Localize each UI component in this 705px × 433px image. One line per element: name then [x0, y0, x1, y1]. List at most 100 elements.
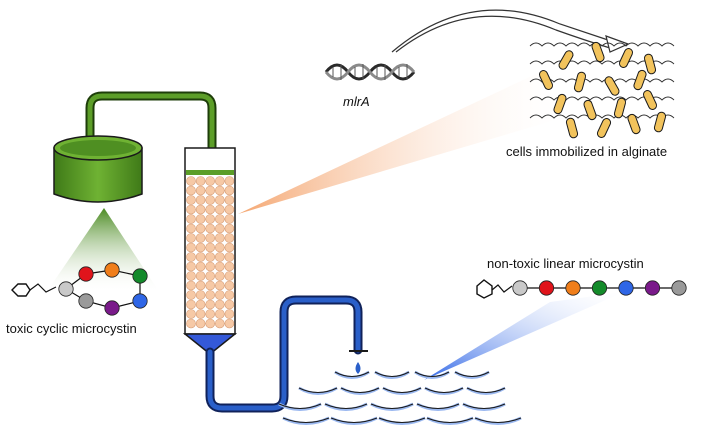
amino-acid: [58, 281, 74, 297]
bead: [186, 176, 196, 186]
immobilized-cell: [653, 111, 667, 133]
alginate-strand: [529, 78, 675, 83]
bead: [195, 318, 206, 329]
alginate-matrix: [529, 41, 675, 139]
bead: [186, 185, 196, 196]
wave: [378, 417, 426, 424]
bead: [215, 185, 225, 196]
bead: [195, 195, 206, 205]
immobilized-cell: [596, 118, 612, 138]
bead: [215, 223, 225, 234]
immobilized-cell: [565, 117, 579, 139]
bead: [224, 318, 235, 329]
linear-microcystin: [476, 279, 687, 299]
bead: [205, 252, 215, 262]
dna-helix-icon: [324, 63, 416, 81]
wave: [370, 403, 414, 410]
bead: [195, 280, 206, 291]
immobilized-cell: [643, 53, 657, 75]
bead: [186, 204, 196, 215]
bead: [224, 252, 235, 262]
gene-label: mlrA: [343, 94, 370, 109]
bead: [195, 242, 206, 253]
amino-acid: [644, 280, 661, 296]
bead: [205, 318, 215, 329]
wave: [278, 403, 322, 410]
amino-acid: [565, 280, 581, 296]
bead: [186, 280, 196, 291]
bead: [186, 309, 196, 319]
alginate-beads: [186, 176, 235, 329]
bead: [205, 309, 215, 319]
bead: [195, 261, 206, 272]
immobilized-cell: [604, 76, 620, 96]
beam-to-linear: [424, 292, 624, 380]
bead: [224, 280, 235, 291]
amino-acid: [512, 280, 528, 296]
wave: [334, 371, 370, 378]
bead: [195, 214, 206, 224]
water-waves: [278, 370, 522, 425]
wave: [474, 417, 522, 424]
amino-acid: [78, 293, 94, 309]
alginate-strand: [529, 114, 675, 119]
bead: [186, 223, 196, 234]
bead: [224, 299, 235, 310]
wave: [426, 417, 474, 424]
bead: [215, 242, 225, 253]
bead: [186, 299, 196, 310]
bead: [215, 299, 225, 310]
cyclic-microcystin: [11, 262, 148, 316]
bead: [215, 233, 225, 243]
bead: [195, 309, 206, 319]
culture-vessel: [53, 135, 143, 203]
beam-to-alginate: [238, 72, 562, 214]
bead: [186, 214, 196, 224]
bead: [186, 271, 196, 281]
amino-acid: [591, 280, 608, 296]
wave: [340, 387, 380, 394]
wave: [414, 371, 450, 378]
wave: [416, 403, 460, 410]
column: [182, 147, 238, 355]
beam-to-cyclic: [48, 208, 158, 290]
amino-acid: [671, 280, 687, 296]
bead: [205, 242, 215, 253]
wave: [454, 371, 490, 378]
bead: [224, 195, 235, 205]
bead: [186, 252, 196, 262]
bead: [195, 271, 206, 281]
bead: [215, 290, 225, 300]
bead: [215, 195, 225, 205]
bead: [215, 176, 225, 186]
side-chain-icon: [11, 283, 57, 297]
amino-acid: [132, 268, 148, 284]
bead: [205, 261, 215, 272]
bead: [195, 176, 206, 186]
wave: [330, 417, 378, 424]
amino-acid: [78, 266, 94, 282]
immobilized-cell: [553, 93, 567, 115]
bead: [205, 195, 215, 205]
bead: [195, 233, 206, 243]
alginate-strand: [529, 42, 675, 47]
cells-label: cells immobilized in alginate: [506, 144, 667, 159]
bead: [195, 223, 206, 234]
bead: [205, 214, 215, 224]
bead: [224, 223, 235, 234]
wave: [424, 387, 464, 394]
wave: [462, 403, 506, 410]
side-chain-icon: [476, 279, 513, 299]
bead: [205, 233, 215, 243]
bead: [215, 309, 225, 319]
bead: [215, 280, 225, 291]
bead: [215, 271, 225, 281]
bead: [205, 280, 215, 291]
bead: [215, 252, 225, 262]
bead: [215, 214, 225, 224]
wave: [324, 403, 368, 410]
bead: [195, 299, 206, 310]
amino-acid: [538, 280, 555, 296]
amino-acid: [104, 262, 120, 278]
